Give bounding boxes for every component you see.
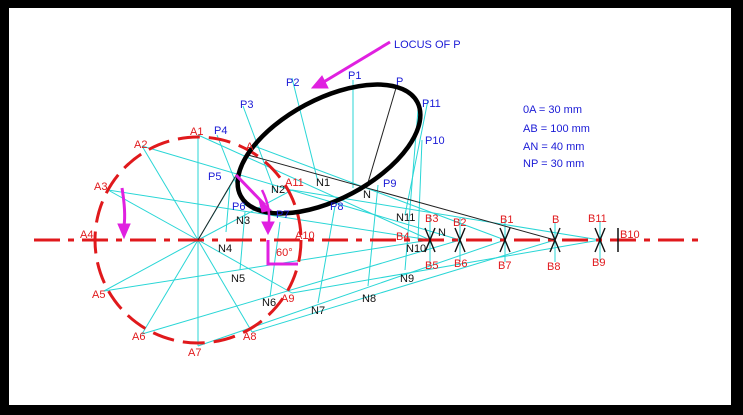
label-n3: N3 — [236, 215, 250, 227]
dim-oa: 0A = 30 mm — [523, 104, 582, 116]
label-b: B — [552, 214, 559, 226]
label-n-small: N — [438, 227, 446, 239]
construction-lines — [103, 77, 601, 347]
angle-arrow-head — [261, 221, 275, 236]
angle-bracket — [266, 240, 298, 266]
label-a1: A1 — [190, 126, 203, 138]
dim-np: NP = 30 mm — [523, 158, 584, 170]
label-p3: P3 — [240, 99, 253, 111]
label-n4: N4 — [218, 243, 232, 255]
p-arrow — [234, 173, 267, 207]
label-a6: A6 — [132, 331, 145, 343]
label-n1: N1 — [316, 177, 330, 189]
label-p8: P8 — [330, 201, 343, 213]
label-p4: P4 — [214, 125, 227, 137]
label-p10: P10 — [425, 135, 445, 147]
label-p1: P1 — [348, 70, 361, 82]
label-b5: B5 — [425, 260, 438, 272]
dim-ab: AB = 100 mm — [523, 123, 590, 135]
annotation-arrows — [117, 40, 391, 266]
label-p11: P11 — [422, 98, 441, 110]
label-b1: B1 — [500, 214, 513, 226]
label-a9: A9 — [281, 293, 294, 305]
label-b2: B2 — [453, 217, 466, 229]
dim-an: AN = 40 mm — [523, 141, 584, 153]
label-n8: N8 — [362, 293, 376, 305]
label-n11: N11 — [396, 212, 415, 224]
label-n2: N2 — [271, 184, 285, 196]
label-a2: A2 — [134, 139, 147, 151]
locus-label: LOCUS OF P — [394, 39, 461, 51]
label-p2: P2 — [286, 77, 299, 89]
locus-arrow — [321, 40, 391, 85]
label-n10: N10 — [406, 243, 426, 255]
locus-arrow-head — [310, 75, 329, 89]
label-n5: N5 — [231, 273, 245, 285]
label-a3: A3 — [94, 181, 107, 193]
label-a11: A11 — [285, 177, 304, 189]
angle-label: 60° — [276, 247, 293, 259]
label-b9: B9 — [592, 257, 605, 269]
label-a5: A5 — [92, 289, 105, 301]
label-b10: B10 — [620, 229, 640, 241]
rotation-arrow-head — [117, 223, 131, 240]
label-n6: N6 — [262, 297, 276, 309]
label-b8: B8 — [547, 261, 560, 273]
label-n: N — [363, 189, 371, 201]
label-b7: B7 — [498, 260, 511, 272]
label-a: A — [246, 141, 254, 153]
drawing-sheet — [9, 8, 731, 405]
rotation-arrow — [120, 187, 127, 227]
b-markers — [424, 227, 606, 253]
point-labels: A A1 A2 A3 A4 A5 A6 A7 A8 A9 A10 A11 B B… — [80, 70, 640, 359]
label-b6: B6 — [454, 258, 467, 270]
label-b4: B4 — [396, 231, 409, 243]
label-n7: N7 — [311, 305, 325, 317]
label-p6: P6 — [232, 201, 245, 213]
dimensions-block: 0A = 30 mm AB = 100 mm AN = 40 mm NP = 3… — [523, 104, 590, 170]
label-a8: A8 — [243, 331, 256, 343]
label-p7: P7 — [276, 209, 289, 221]
label-p9: P9 — [383, 178, 396, 190]
label-b3: B3 — [425, 213, 438, 225]
label-n9: N9 — [400, 273, 414, 285]
label-p: P — [396, 76, 403, 88]
label-b11: B11 — [588, 213, 607, 225]
label-a7: A7 — [188, 347, 201, 359]
label-a4: A4 — [80, 229, 93, 241]
label-a10: A10 — [295, 230, 315, 242]
locus-of-p-curve — [235, 82, 423, 216]
label-p5: P5 — [208, 171, 221, 183]
